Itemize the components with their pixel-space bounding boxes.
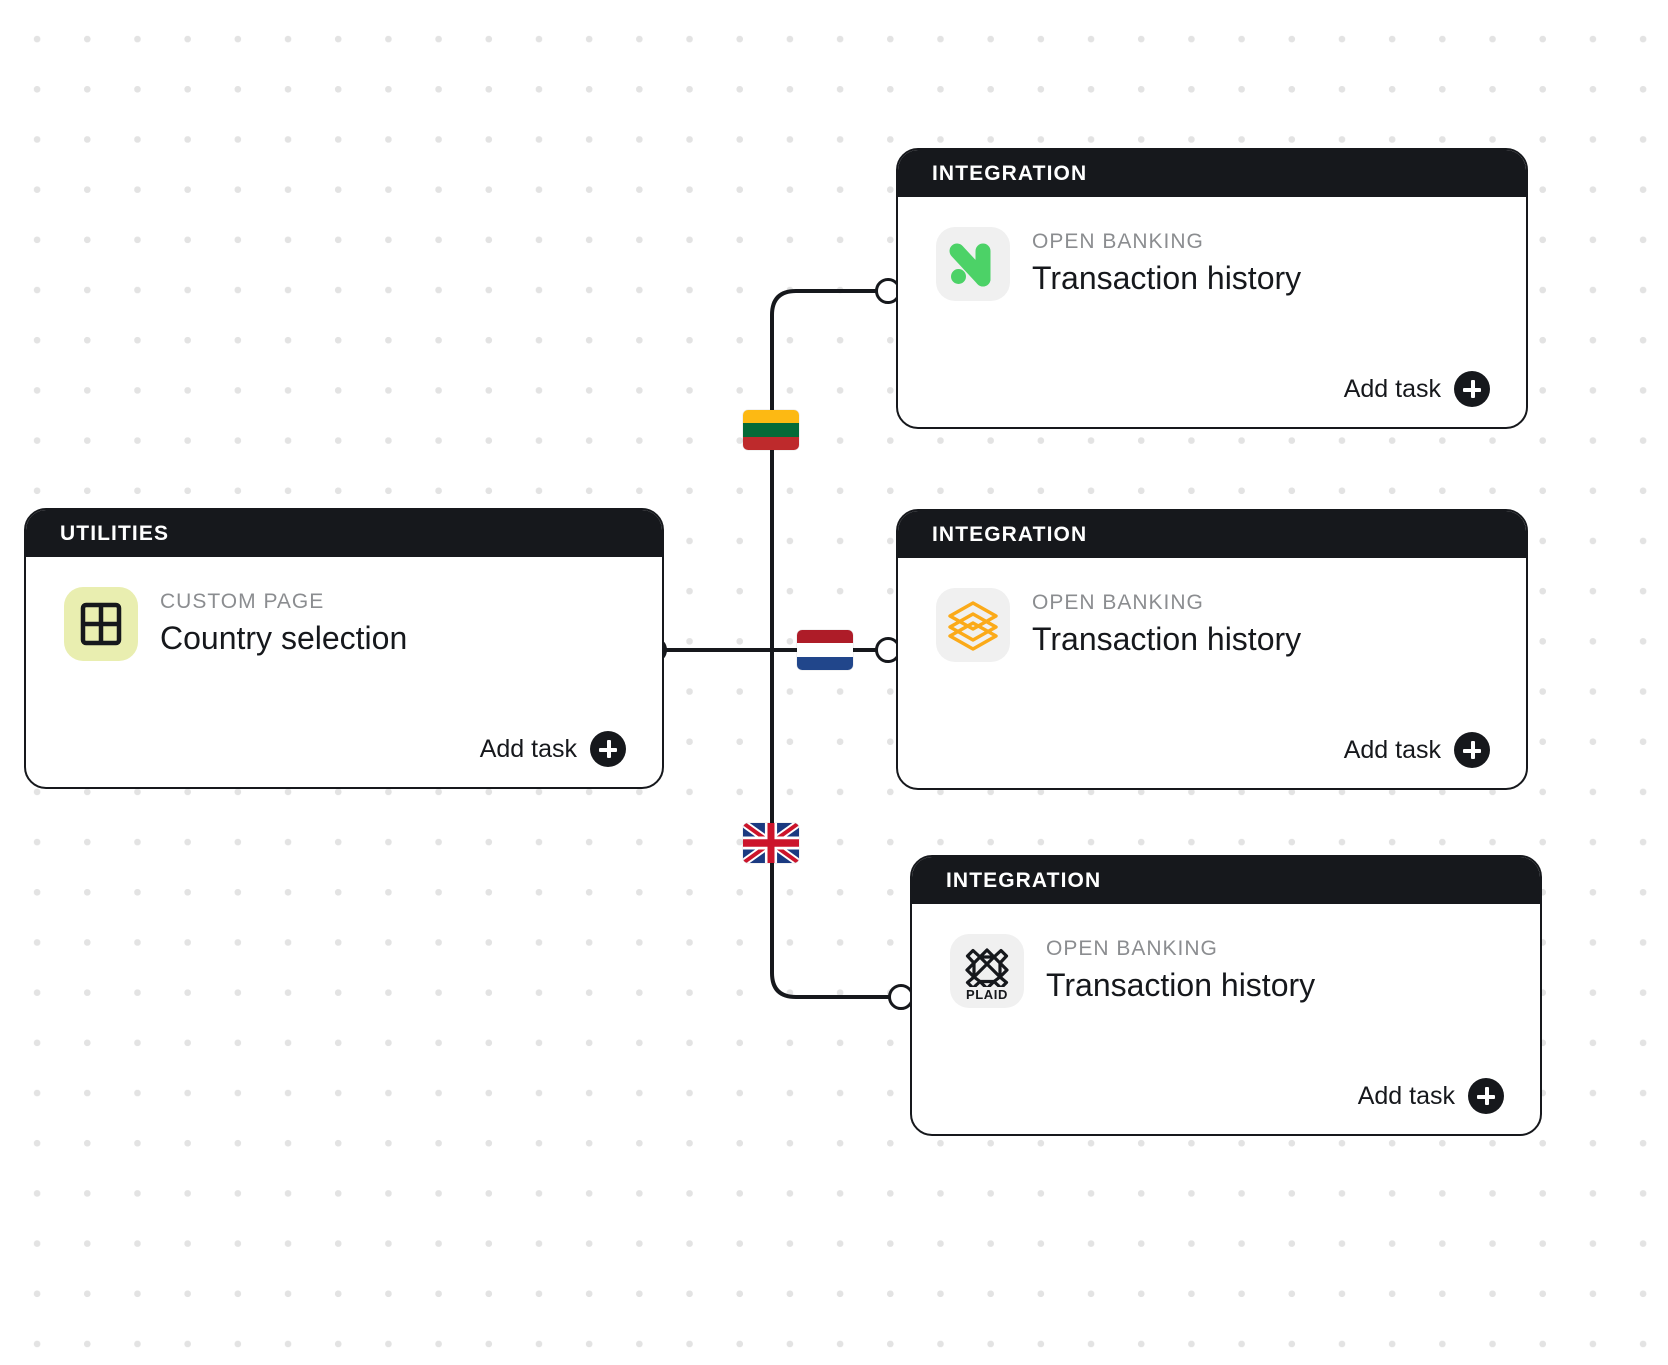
card-body-country-selection: CUSTOM PAGE Country selection Add task	[26, 557, 662, 787]
united-kingdom-flag-icon[interactable]	[743, 823, 799, 863]
card-body-nordigen: OPEN BANKING Transaction history Add tas…	[898, 197, 1526, 427]
plaid-logo-icon: PLAID	[950, 934, 1024, 1008]
add-task-label: Add task	[1343, 374, 1441, 403]
card-kicker: OPEN BANKING	[1032, 591, 1204, 614]
card-title: Country selection	[160, 620, 408, 656]
plus-icon[interactable]	[1468, 1078, 1504, 1114]
plus-icon[interactable]	[1454, 371, 1490, 407]
card-kicker: OPEN BANKING	[1032, 230, 1204, 253]
card-header-integration: INTEGRATION	[898, 511, 1526, 558]
add-task-button-country-selection[interactable]: Add task	[480, 731, 626, 767]
card-header-integration: INTEGRATION	[912, 857, 1540, 904]
card-body-plaid: PLAID OPEN BANKING Transaction history A…	[912, 904, 1540, 1134]
node-card-country-selection[interactable]: UTILITIES CUSTOM PAGE Country selection …	[24, 508, 664, 789]
nordigen-logo-icon	[936, 227, 1010, 301]
plus-icon[interactable]	[590, 731, 626, 767]
node-card-nordigen-transactions[interactable]: INTEGRATION OPEN BANKING Transaction his…	[896, 148, 1528, 429]
grid-four-pane-icon	[64, 587, 138, 661]
node-card-saltedge-transactions[interactable]: INTEGRATION OPEN BANKING Transaction his…	[896, 509, 1528, 790]
add-task-label: Add task	[1357, 1081, 1455, 1110]
card-header-utilities: UTILITIES	[26, 510, 662, 557]
card-title: Transaction history	[1032, 260, 1302, 296]
plaid-wordmark: PLAID	[966, 987, 1008, 1002]
add-task-label: Add task	[1343, 735, 1441, 764]
card-body-saltedge: OPEN BANKING Transaction history Add tas…	[898, 558, 1526, 788]
card-kicker: CUSTOM PAGE	[160, 590, 325, 613]
node-card-plaid-transactions[interactable]: INTEGRATION PLAID OPEN BANKING Transacti…	[910, 855, 1542, 1136]
add-task-button-nordigen[interactable]: Add task	[1344, 371, 1490, 407]
add-task-button-saltedge[interactable]: Add task	[1344, 732, 1490, 768]
card-title: Transaction history	[1032, 621, 1302, 657]
lithuania-flag-icon[interactable]	[743, 410, 799, 450]
card-title: Transaction history	[1046, 967, 1316, 1003]
card-kicker: OPEN BANKING	[1046, 937, 1218, 960]
saltedge-layers-logo-icon	[936, 588, 1010, 662]
add-task-label: Add task	[479, 734, 577, 763]
add-task-button-plaid[interactable]: Add task	[1358, 1078, 1504, 1114]
card-header-integration: INTEGRATION	[898, 150, 1526, 197]
netherlands-flag-icon[interactable]	[797, 630, 853, 670]
plus-icon[interactable]	[1454, 732, 1490, 768]
